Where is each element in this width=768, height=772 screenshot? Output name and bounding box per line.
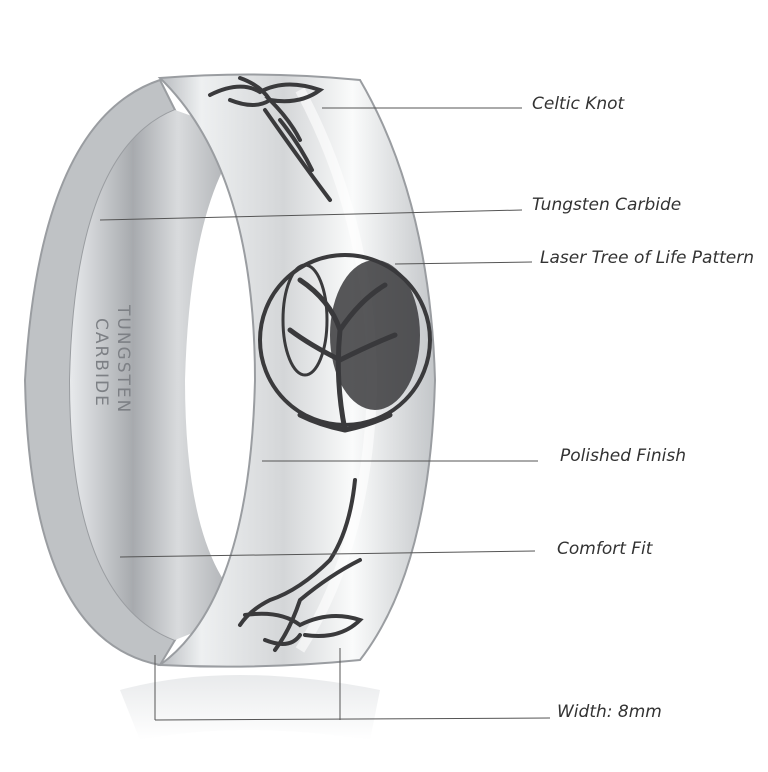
callout-leader-lines <box>99 107 551 721</box>
tree-of-life-pattern <box>258 253 432 433</box>
leader-laser-tree <box>394 261 533 265</box>
ring-inner-surface <box>70 110 250 640</box>
celtic-knot-top-pattern <box>208 76 332 202</box>
leader-comfort-fit <box>119 550 536 558</box>
callout-polished-finish: Polished Finish <box>560 446 687 466</box>
callout-tungsten-carbide: Tungsten Carbide <box>532 195 682 215</box>
engraving-line-2: CARBIDE <box>91 318 111 408</box>
celtic-knot-bottom-pattern <box>238 478 364 652</box>
callout-celtic-knot: Celtic Knot <box>532 94 625 114</box>
callout-laser-tree: Laser Tree of Life Pattern <box>540 248 755 268</box>
leader-tungsten-carbide <box>99 209 523 221</box>
callout-width: Width: 8mm <box>557 702 662 722</box>
callout-comfort-fit: Comfort Fit <box>557 539 653 559</box>
leader-width-bottom <box>154 717 551 721</box>
ring-reflection <box>120 675 380 740</box>
engraving-line-1: TUNGSTEN <box>113 304 133 414</box>
inner-engraving: TUNGSTEN CARBIDE <box>91 304 133 414</box>
